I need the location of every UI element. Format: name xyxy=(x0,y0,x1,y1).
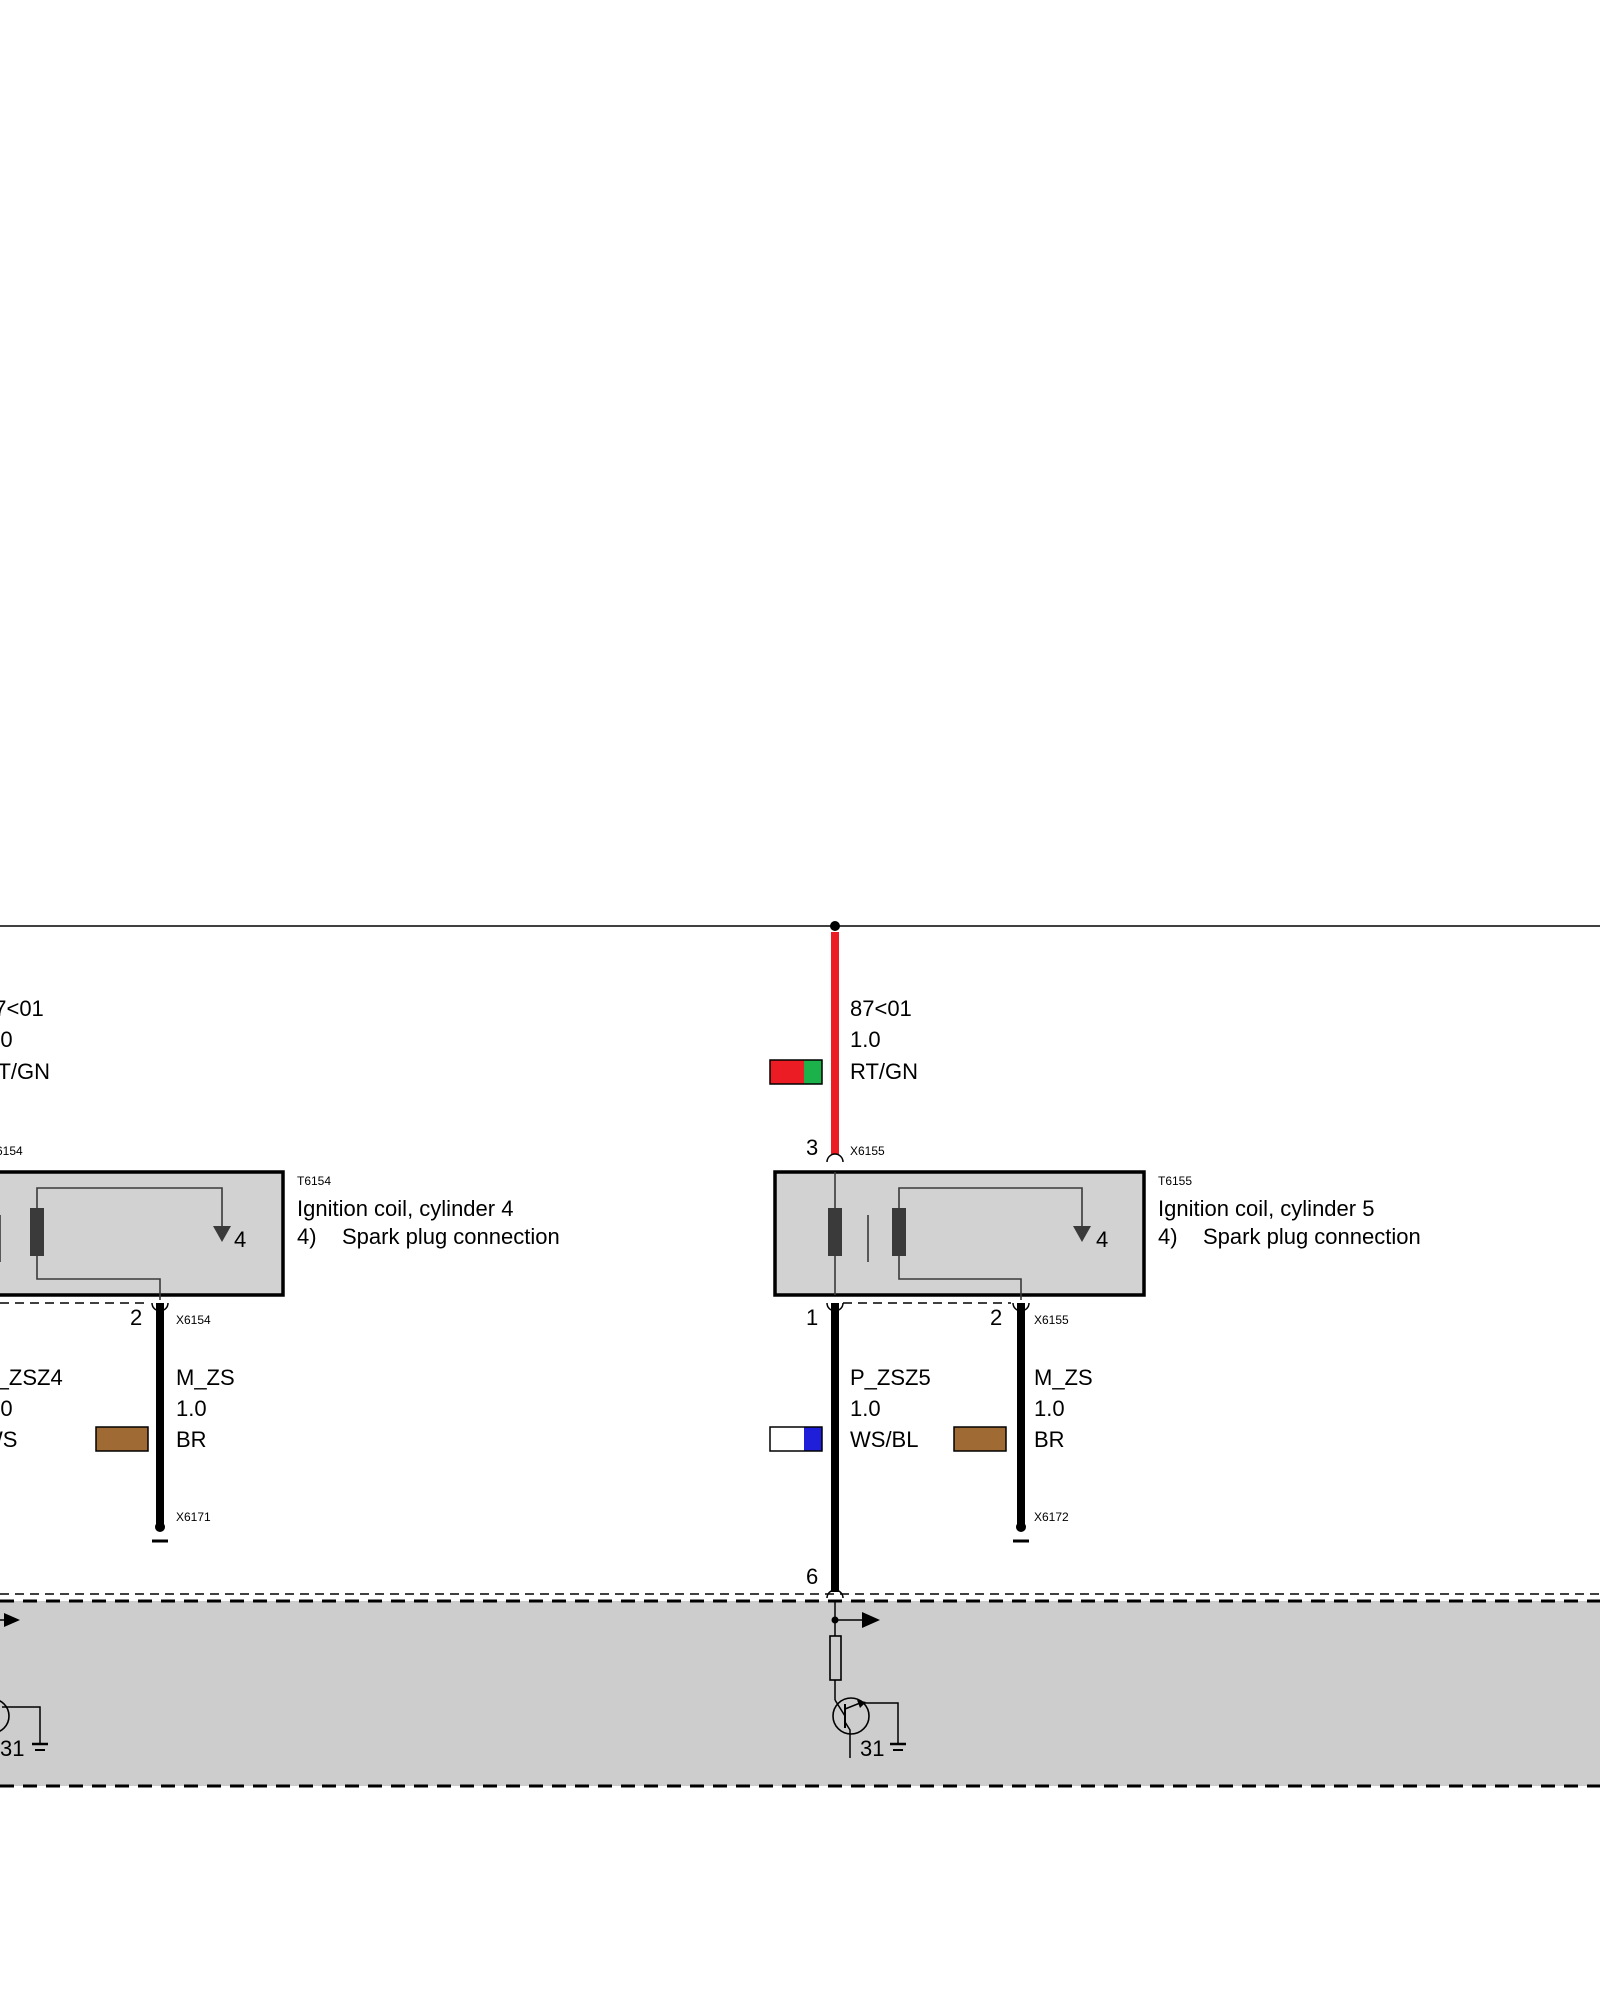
left-ecu-ground-label: 31 xyxy=(0,1736,24,1761)
left-trigger-color-code: WS xyxy=(0,1427,17,1452)
left-supply-size: 1.0 xyxy=(0,1027,13,1052)
right-supply-size: 1.0 xyxy=(850,1027,881,1052)
left-coil-connector-top: X6154 xyxy=(0,1144,23,1158)
right-ground-size: 1.0 xyxy=(1034,1396,1065,1421)
right-ecu-driver xyxy=(829,1600,906,1758)
transistor-icon xyxy=(832,1697,870,1735)
right-coil-title: Ignition coil, cylinder 5 xyxy=(1158,1196,1374,1221)
right-supply-pin: 3 xyxy=(806,1135,818,1160)
left-ground-point: X6171 xyxy=(176,1510,211,1524)
right-coil-note-number: 4) xyxy=(1158,1224,1178,1249)
right-ground-connector: X6155 xyxy=(1034,1313,1069,1327)
left-ground-connector: X6154 xyxy=(176,1313,211,1327)
right-supply-color-code: RT/GN xyxy=(850,1059,918,1084)
left-coil-title: Ignition coil, cylinder 4 xyxy=(297,1196,513,1221)
output-arrow-icon xyxy=(862,1612,880,1628)
ecu-housing xyxy=(0,1593,1600,1788)
left-ground-dot xyxy=(155,1522,165,1532)
right-supply-signal: 87<01 xyxy=(850,996,912,1021)
right-ecu-ground-label: 31 xyxy=(860,1736,884,1761)
left-supply-wire-labels: 87<01 1.0 RT/GN xyxy=(0,996,50,1084)
ignition-coil-cylinder-4 xyxy=(0,1170,285,1300)
output-arrow-icon xyxy=(4,1613,20,1627)
right-ecu-plug xyxy=(826,1589,844,1599)
right-ground-dot xyxy=(1016,1522,1026,1532)
right-ground-signal: M_ZS xyxy=(1034,1365,1093,1390)
left-ecu-driver xyxy=(0,1613,48,1751)
right-ground-point: X6172 xyxy=(1034,1510,1069,1524)
bus-junction-dot xyxy=(830,921,840,931)
right-ground-color-code: BR xyxy=(1034,1427,1065,1452)
right-coil-connector-top: X6155 xyxy=(850,1144,885,1158)
right-ecu-pin: 6 xyxy=(806,1564,818,1589)
transistor-icon xyxy=(0,1700,10,1732)
ignition-coil-cylinder-5 xyxy=(773,1170,1146,1300)
left-ground-signal: M_ZS xyxy=(176,1365,235,1390)
left-coil-note-text: Spark plug connection xyxy=(342,1224,560,1249)
left-ground-size: 1.0 xyxy=(176,1396,207,1421)
spark-arrow-icon xyxy=(1073,1226,1091,1242)
left-coil-note-number: 4) xyxy=(297,1224,317,1249)
right-spark-pin: 4 xyxy=(1096,1227,1108,1252)
left-trigger-size: 1.0 xyxy=(0,1396,13,1421)
right-trigger-color-code: WS/BL xyxy=(850,1427,918,1452)
left-spark-pin: 4 xyxy=(234,1227,246,1252)
right-trigger-signal: P_ZSZ5 xyxy=(850,1365,931,1390)
left-supply-color-code: RT/GN xyxy=(0,1059,50,1084)
right-coil-note-text: Spark plug connection xyxy=(1203,1224,1421,1249)
right-ground-color-swatch xyxy=(953,1426,1007,1452)
left-ground-color-code: BR xyxy=(176,1427,207,1452)
left-coil-id: T6154 xyxy=(297,1174,331,1188)
left-trigger-signal: P_ZSZ4 xyxy=(0,1365,63,1390)
right-coil-id: T6155 xyxy=(1158,1174,1192,1188)
left-ground-color-swatch xyxy=(95,1426,149,1452)
right-ground-pin: 2 xyxy=(990,1305,1002,1330)
right-supply-plug xyxy=(826,1153,844,1163)
right-supply-color-swatch xyxy=(769,1059,823,1085)
right-trigger-color-swatch xyxy=(769,1426,823,1452)
left-supply-signal: 87<01 xyxy=(0,996,44,1021)
right-trigger-size: 1.0 xyxy=(850,1396,881,1421)
right-trigger-pin: 1 xyxy=(806,1305,818,1330)
left-ground-pin: 2 xyxy=(130,1305,142,1330)
spark-arrow-icon xyxy=(213,1226,231,1242)
